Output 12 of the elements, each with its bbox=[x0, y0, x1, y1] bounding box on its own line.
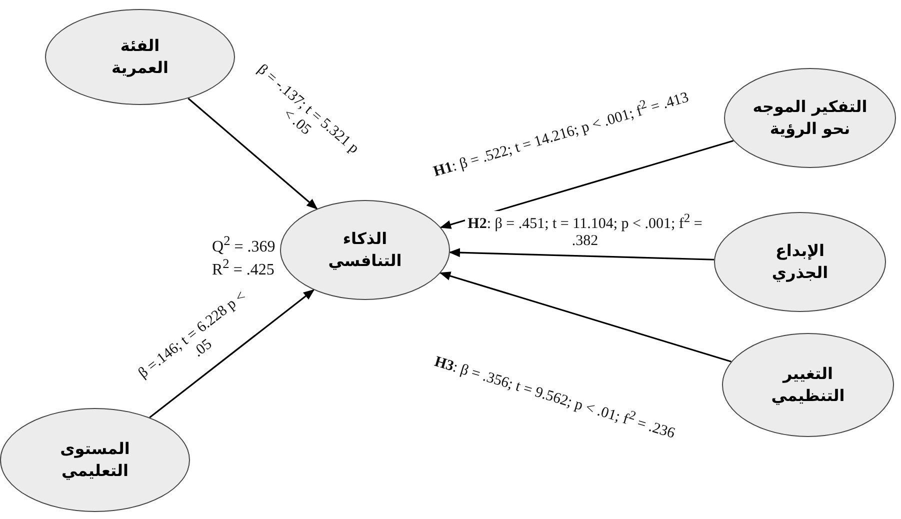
arrow bbox=[149, 289, 315, 418]
oval-node: المستوى التعليمي bbox=[0, 408, 190, 512]
arrow bbox=[440, 140, 734, 229]
oval-node: التغيير التنظيمي bbox=[722, 333, 894, 437]
oval-node: الإبداع الجذري bbox=[714, 212, 886, 312]
oval-node: الفئة العمرية bbox=[45, 9, 235, 105]
arrow bbox=[448, 248, 714, 260]
oval-node: الذكاء التنافسي bbox=[280, 200, 450, 300]
arrow bbox=[439, 272, 732, 362]
arrow bbox=[188, 98, 318, 210]
oval-node: التفكير الموجه نحو الرؤية bbox=[724, 68, 896, 168]
stat-label: Q$^{2}$ = .369 bbox=[210, 233, 278, 256]
